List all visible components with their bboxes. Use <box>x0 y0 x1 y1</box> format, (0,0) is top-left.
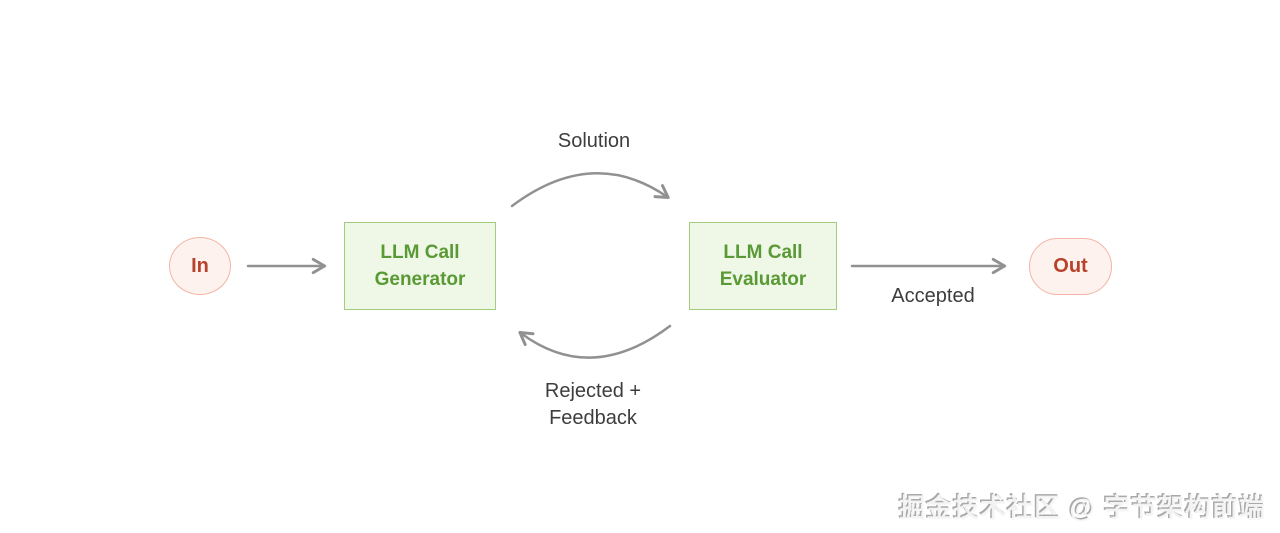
output-node: Out <box>1029 238 1112 295</box>
evaluator-label-line2: Evaluator <box>719 269 807 290</box>
llm-call-evaluator-node: LLM Call Evaluator <box>689 222 837 310</box>
arrow-solution-arc <box>510 172 670 208</box>
solution-edge-label: Solution <box>557 130 631 152</box>
rejected-label-line1: Rejected + <box>544 380 642 402</box>
arrow-rejected-arc <box>518 324 672 359</box>
accepted-edge-label: Accepted <box>891 285 975 307</box>
input-node-label: In <box>191 254 209 277</box>
rejected-label-line2: Feedback <box>549 407 637 429</box>
rejected-feedback-edge-label: Rejected + Feedback <box>493 378 693 432</box>
llm-call-generator-node: LLM Call Generator <box>344 222 496 310</box>
watermark-text: 掘金技术社区 @ 字节架构前端 <box>899 493 1266 523</box>
input-node: In <box>169 237 231 295</box>
evaluator-label-line1: LLM Call <box>723 242 803 263</box>
generator-label-line1: LLM Call <box>380 242 460 263</box>
generator-label-line2: Generator <box>374 269 466 290</box>
output-node-label: Out <box>1053 255 1088 277</box>
